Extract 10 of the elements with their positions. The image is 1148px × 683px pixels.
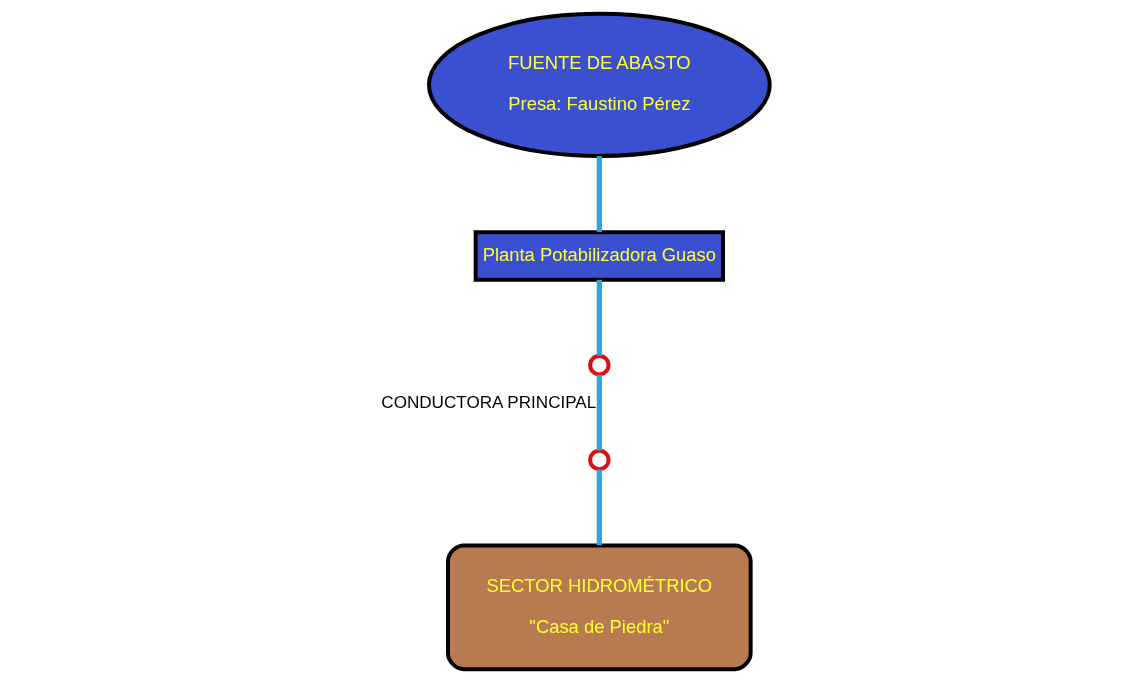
connector <box>596 375 602 451</box>
connector <box>596 156 602 232</box>
node-box: Planta Potabilizadora Guaso <box>473 230 725 282</box>
node-box: SECTOR HIDROMÉTRICO "Casa de Piedra" <box>446 543 753 672</box>
node-circle <box>588 354 611 377</box>
edge-label: CONDUCTORA PRINCIPAL <box>381 393 597 413</box>
connector <box>596 469 602 546</box>
node-ellipse: FUENTE DE ABASTO Presa: Faustino Pérez <box>426 11 772 158</box>
connector <box>596 279 602 356</box>
node-circle <box>588 448 611 472</box>
